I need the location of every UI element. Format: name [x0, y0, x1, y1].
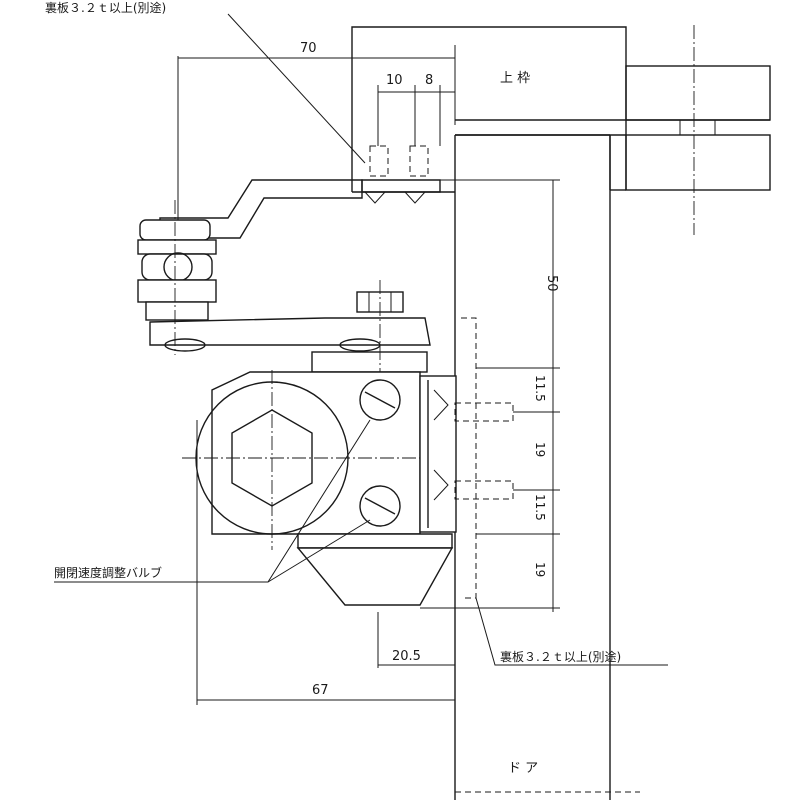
closer-body: [182, 370, 457, 606]
dimension-20-5: 20.5: [392, 649, 421, 664]
dimension-67: 67: [312, 683, 329, 698]
arm-assembly: [137, 200, 431, 600]
dimension-70: 70: [300, 41, 317, 56]
leader-lines: [54, 13, 668, 666]
dimension-11-5-bottom: 11.5: [533, 494, 547, 521]
dimension-8: 8: [425, 73, 433, 88]
backing-plate-label-bottom: 裏板３.２ｔ以上(別途): [500, 649, 621, 664]
dimension-19-bottom: 19: [533, 562, 547, 577]
backing-plate-label-top: 裏板３.２ｔ以上(別途): [45, 0, 166, 15]
backing-plate-hidden: [461, 317, 477, 599]
dimension-19-top: 19: [533, 442, 547, 457]
upper-frame-label: 上 枠: [500, 71, 530, 86]
door-label: ド ア: [508, 761, 538, 776]
valves: [359, 379, 514, 527]
dimension-10: 10: [386, 73, 403, 88]
dimension-lines: [177, 45, 560, 705]
valve-label: 開閉速度調整バルブ: [54, 565, 162, 580]
dimension-50: 50: [544, 275, 559, 292]
dimension-11-5-top: 11.5: [533, 375, 547, 402]
door: [454, 134, 640, 800]
